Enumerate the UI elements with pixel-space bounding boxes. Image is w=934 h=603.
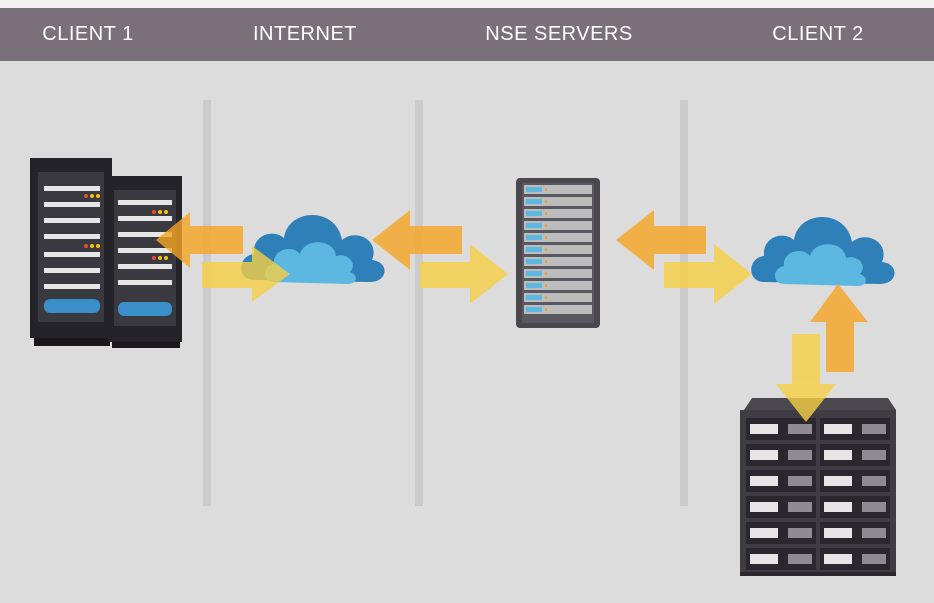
client-2-cloud-icon [751, 217, 895, 286]
lane-divider-2 [415, 100, 423, 506]
arrow-left-icon [156, 212, 243, 268]
arrow-left-icon [372, 210, 462, 270]
column-label-internet: INTERNET [253, 23, 357, 45]
lane-divider-3 [680, 100, 688, 506]
column-label-client-2: CLIENT 2 [772, 23, 864, 45]
top-strip [0, 0, 934, 8]
column-label-client-1: CLIENT 1 [42, 23, 134, 45]
arrow-right-icon [202, 246, 290, 302]
header-bar: CLIENT 1 INTERNET NSE SERVERS CLIENT 2 [0, 8, 934, 61]
arrow-right-icon [664, 244, 752, 304]
arrow-down-icon [776, 334, 836, 422]
client-1-server-rack-icon [30, 158, 182, 348]
arrow-right-icon [420, 244, 508, 304]
client-2-server-cabinet-icon [740, 398, 896, 576]
nse-server-blade-icon [516, 178, 600, 328]
column-label-nse-servers: NSE SERVERS [485, 23, 633, 45]
lane-divider-1 [203, 100, 211, 506]
arrow-up-icon [810, 284, 868, 372]
arrow-left-icon [616, 210, 706, 270]
